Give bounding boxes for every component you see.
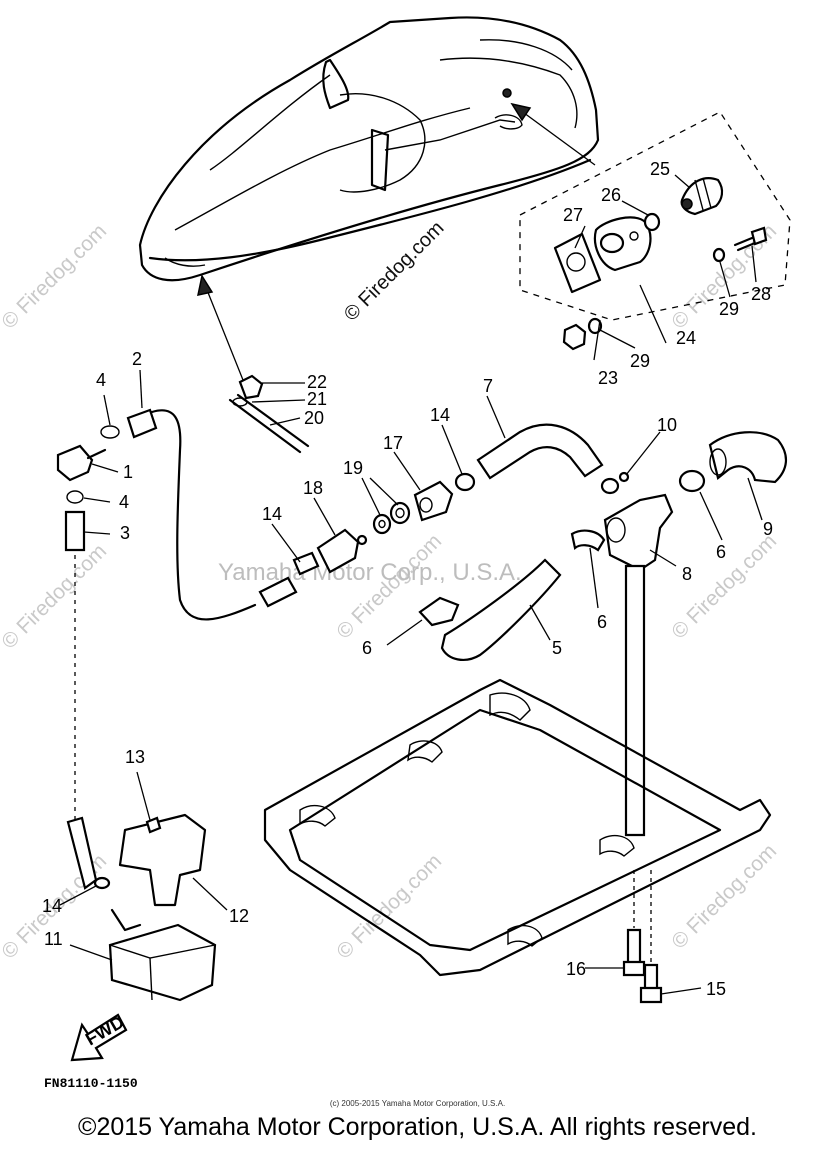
callout-25: 25 [650, 159, 670, 179]
callout-23: 23 [598, 368, 618, 388]
callout-6c: 6 [716, 542, 726, 562]
fwd-arrow-icon: FWD [70, 1012, 127, 1062]
callout-5: 5 [552, 638, 562, 658]
callout-14a: 14 [42, 896, 62, 916]
callout-1: 1 [123, 462, 133, 482]
callout-4a: 4 [96, 370, 106, 390]
background-watermarks: © Firedog.com © Firedog.com © Firedog.co… [0, 217, 781, 964]
watermark-site-5: © Firedog.com [332, 850, 446, 964]
callout-2: 2 [132, 349, 142, 369]
callouts: 1 2 3 4 4 5 6 6 6 7 8 9 10 11 12 13 14 1… [42, 159, 773, 999]
callout-29a: 29 [719, 299, 739, 319]
callout-4b: 4 [119, 492, 129, 512]
watermark-site-2: © Firedog.com [0, 540, 111, 654]
copyright-main: ©2015 Yamaha Motor Corporation, U.S.A. A… [78, 1113, 757, 1141]
assembly-arrows [197, 102, 596, 386]
watercraft-hull [138, 16, 600, 282]
callout-9: 9 [763, 519, 773, 539]
center-fittings [228, 374, 787, 837]
callout-22: 22 [307, 372, 327, 392]
callout-14b: 14 [262, 504, 282, 524]
callout-7: 7 [483, 376, 493, 396]
callout-13: 13 [125, 747, 145, 767]
watermark-site-main: © Firedog.com [340, 217, 449, 326]
callout-21: 21 [307, 389, 327, 409]
lower-tray [263, 678, 772, 1004]
copyright-small: (c) 2005-2015 Yamaha Motor Corporation, … [329, 1099, 506, 1108]
left-hose-assembly [56, 408, 320, 1002]
watermark-center: Yamaha Motor Corp., U.S.A. [218, 559, 522, 586]
callout-15: 15 [706, 979, 726, 999]
callout-6a: 6 [362, 638, 372, 658]
watermark-site-8: © Firedog.com [667, 840, 781, 954]
callout-24: 24 [676, 328, 696, 348]
callout-14c: 14 [430, 405, 450, 425]
diagram-code: FN81110-1150 [44, 1076, 138, 1091]
callout-8: 8 [682, 564, 692, 584]
callout-19: 19 [343, 458, 363, 478]
callout-6b: 6 [597, 612, 607, 632]
callout-3: 3 [120, 523, 130, 543]
callout-27: 27 [563, 205, 583, 225]
callout-12: 12 [229, 906, 249, 926]
callout-20: 20 [304, 408, 324, 428]
callout-26: 26 [601, 185, 621, 205]
callout-10: 10 [657, 415, 677, 435]
leader-lines [59, 174, 763, 995]
callout-16: 16 [566, 959, 586, 979]
watermark-site-1: © Firedog.com [0, 220, 111, 334]
callout-29b: 29 [630, 351, 650, 371]
parts-group-24-29 [519, 111, 791, 351]
callout-28: 28 [751, 284, 771, 304]
callout-18: 18 [303, 478, 323, 498]
callout-17: 17 [383, 433, 403, 453]
callout-11: 11 [44, 929, 63, 949]
